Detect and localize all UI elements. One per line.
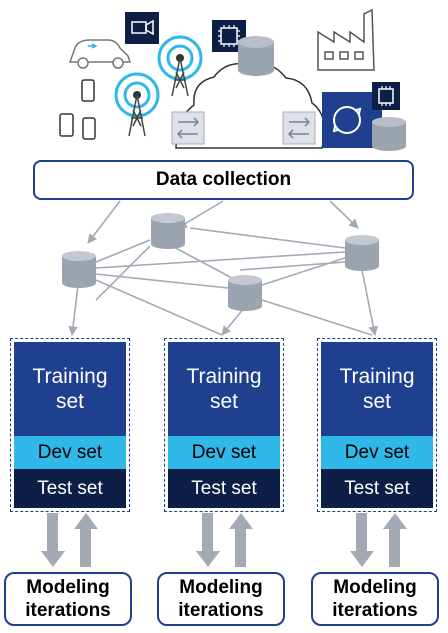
training-set: Training set [321,342,433,436]
data-collection-box: Data collection [33,160,414,200]
smartphone-icon [81,79,95,102]
cell-tower-icon [114,72,160,137]
dev-set: Dev set [168,436,280,469]
dev-set: Dev set [321,436,433,469]
data-split-3: Training set Dev set Test set [317,338,437,512]
database-icon [151,213,185,249]
database-icon [238,36,274,76]
database-icon [62,251,96,288]
network-connectors [68,200,379,336]
modeling-iterations-1: Modeling iterations [4,572,132,626]
factory-icon [317,8,375,71]
data-split-2: Training set Dev set Test set [164,338,284,512]
cell-tower-icon [157,35,203,97]
modeling-iterations-2: Modeling iterations [157,572,285,626]
switch-icon [282,111,316,145]
modeling-iterations-3: Modeling iterations [311,572,439,626]
test-set: Test set [168,469,280,508]
dev-set: Dev set [14,436,126,469]
data-split-1: Training set Dev set Test set [10,338,130,512]
training-set: Training set [14,342,126,436]
database-icon [372,117,406,151]
training-set: Training set [168,342,280,436]
tablet-icon [59,113,74,137]
car-icon [68,39,132,69]
database-icon [345,235,379,271]
test-set: Test set [14,469,126,508]
database-icon [228,275,262,311]
switch-icon [171,111,205,145]
chip-icon [372,82,400,110]
smartphone-icon [82,117,96,140]
test-set: Test set [321,469,433,508]
iteration-arrows [41,513,407,567]
video-camera-icon [125,12,159,44]
